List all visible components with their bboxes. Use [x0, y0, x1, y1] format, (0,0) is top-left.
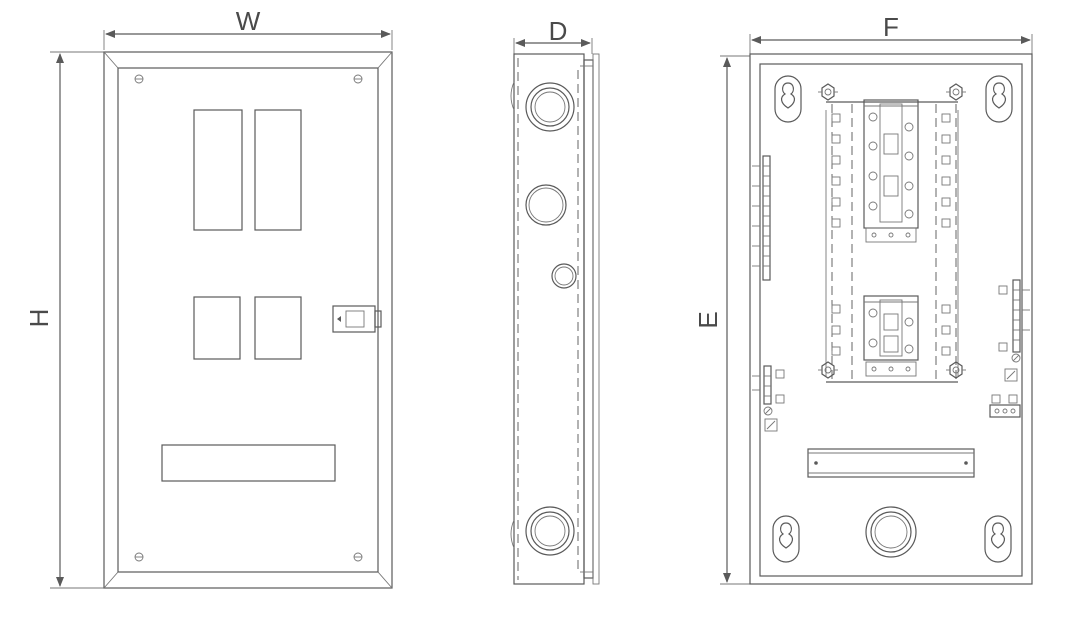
- dimension-d: D: [513, 16, 593, 54]
- label-f: F: [883, 12, 899, 42]
- mounting-slot: [774, 75, 802, 123]
- meter-window: [193, 109, 243, 231]
- knockout-icon: [525, 506, 575, 556]
- back-plate-inner: [759, 63, 1023, 577]
- label-d: D: [549, 16, 568, 46]
- screw-icon: [134, 552, 144, 562]
- mounting-slot: [985, 75, 1013, 123]
- mounting-nut-icon: [818, 83, 838, 101]
- screw-icon: [353, 552, 363, 562]
- side-body: [513, 53, 585, 585]
- screw-icon: [134, 74, 144, 84]
- side-view: D: [510, 16, 600, 585]
- dimension-w: W: [103, 6, 393, 50]
- knockout-icon: [551, 263, 577, 289]
- breaker-icon: [863, 99, 919, 243]
- side-door-edge: [583, 59, 594, 579]
- meter-window: [254, 109, 302, 231]
- dimension-e: E: [693, 55, 750, 585]
- front-view: W H: [24, 6, 393, 589]
- terminal-block-icon: [752, 365, 785, 405]
- front-door-panel: [117, 67, 379, 573]
- interior-view: F E: [693, 12, 1033, 585]
- lock-icon: [332, 305, 382, 333]
- rail-clips: [831, 113, 951, 356]
- knockout-icon: [865, 506, 917, 558]
- mounting-slot: [984, 515, 1012, 563]
- mounting-nut-icon: [818, 361, 838, 379]
- knockout-icon: [525, 184, 567, 226]
- terminal-block-icon: [989, 394, 1021, 418]
- screw-icon: [353, 74, 363, 84]
- ground-icon: [763, 406, 778, 432]
- terminal-block-icon: [998, 279, 1030, 353]
- dimension-f: F: [749, 12, 1033, 54]
- knockout-icon: [525, 82, 575, 132]
- din-rail: [807, 448, 975, 478]
- breaker-icon: [863, 295, 919, 377]
- front-frame-outer: [103, 51, 393, 589]
- label-w: W: [236, 6, 261, 36]
- label-window: [161, 444, 336, 482]
- breaker-window: [254, 296, 302, 360]
- mounting-slot: [772, 515, 800, 563]
- breaker-window: [193, 296, 241, 360]
- dimension-h: H: [24, 51, 104, 589]
- mounting-nut-icon: [946, 83, 966, 101]
- mounting-nut-icon: [946, 361, 966, 379]
- back-plate-outer: [749, 53, 1033, 585]
- ground-icon: [1004, 353, 1021, 382]
- label-h: H: [24, 309, 54, 328]
- label-e: E: [693, 311, 723, 328]
- terminal-block-icon: [752, 155, 771, 281]
